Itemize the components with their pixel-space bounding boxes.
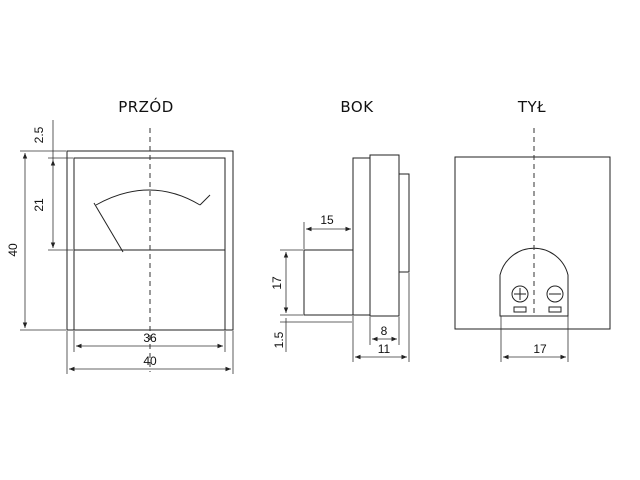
side-housing — [303, 249, 354, 316]
side-body — [369, 154, 400, 317]
plus-icon — [511, 285, 529, 303]
side-dim-17-label: 17 — [270, 276, 284, 290]
meter-scale-arc — [95, 189, 201, 206]
positive-terminal-slot — [513, 306, 527, 313]
front-dim-36-label: 36 — [143, 331, 157, 345]
side-dim-1_5-label: 1.5 — [272, 331, 286, 348]
meter-scale-end — [199, 194, 211, 206]
front-view-title: PRZÓD — [118, 97, 174, 116]
meter-needle — [93, 202, 124, 253]
front-dim-2_5-label: 2.5 — [32, 126, 46, 143]
back-view-title: TYŁ — [517, 98, 546, 116]
front-dim-40h-label: 40 — [6, 243, 20, 257]
side-rear-cap — [398, 173, 410, 273]
front-dim-21-label: 21 — [32, 198, 46, 212]
negative-terminal-slot — [548, 306, 562, 313]
negative-terminal — [546, 285, 564, 313]
back-terminal-housing — [499, 247, 569, 317]
back-dim-17-label: 17 — [533, 342, 547, 356]
back-view: TYŁ 17 — [454, 98, 611, 362]
front-view: PRZÓD 2.5 21 40 36 — [6, 97, 234, 374]
side-dim-8-label: 8 — [381, 324, 388, 338]
back-body — [454, 156, 611, 330]
side-bezel — [352, 157, 371, 316]
side-view-title: BOK — [340, 98, 374, 116]
side-view: BOK 15 17 1.5 8 11 — [270, 98, 410, 362]
front-dim-40w-label: 40 — [143, 354, 157, 368]
side-dim-15-label: 15 — [320, 213, 334, 227]
minus-icon — [546, 285, 564, 303]
side-dim-11-label: 11 — [378, 342, 391, 356]
positive-terminal — [511, 285, 529, 313]
